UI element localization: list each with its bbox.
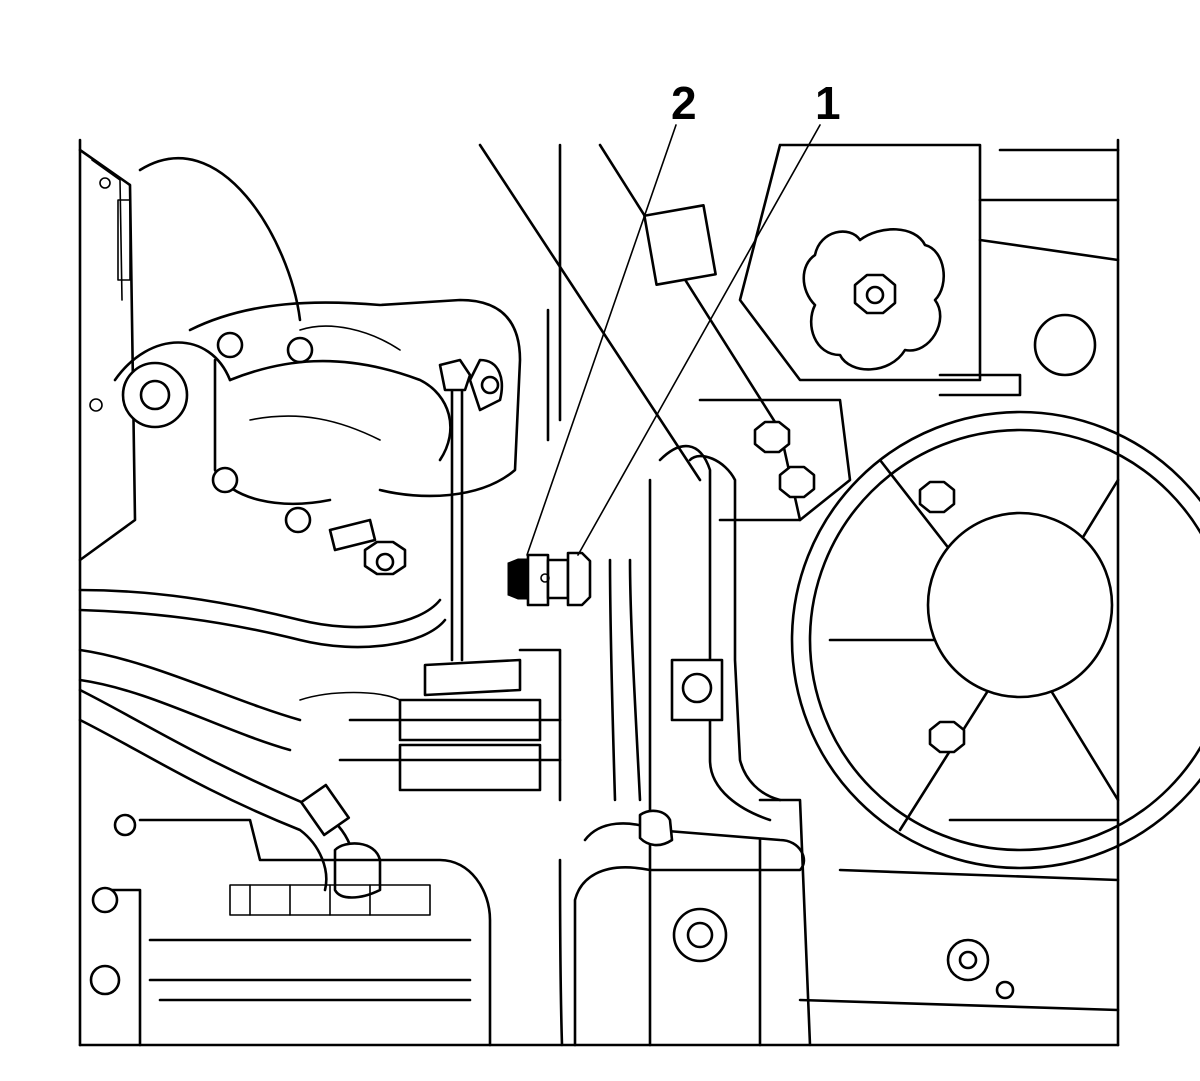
pulley-assembly bbox=[790, 410, 1200, 1012]
mount-assembly bbox=[299, 648, 562, 802]
coolant-hose-left bbox=[78, 588, 447, 899]
bracket-bolt bbox=[507, 551, 592, 607]
illustration-frame bbox=[78, 138, 1120, 1047]
exhaust-manifold bbox=[188, 298, 522, 534]
manifold-bolts bbox=[328, 518, 407, 576]
rod bbox=[438, 358, 472, 662]
leader-lines bbox=[526, 124, 821, 556]
left-panel bbox=[78, 148, 302, 562]
callout-label-1: 1 bbox=[815, 77, 841, 129]
callout-label-2: 2 bbox=[671, 77, 697, 129]
subframe bbox=[89, 813, 492, 1047]
engine-mount-bracket bbox=[478, 143, 852, 1047]
oil-filler-cap bbox=[738, 143, 1120, 397]
